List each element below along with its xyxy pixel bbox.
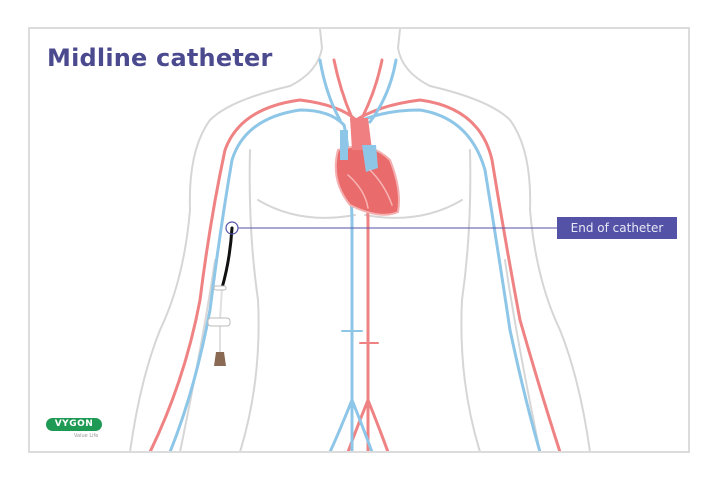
page-title: Midline catheter <box>47 44 273 72</box>
vygon-logo: VYGON <box>46 418 102 431</box>
logo-tagline: Value Life <box>74 433 99 439</box>
catheter <box>207 226 234 366</box>
end-of-catheter-label: End of catheter <box>557 217 677 239</box>
diagram-frame <box>28 27 690 453</box>
heart-illustration <box>334 118 400 216</box>
body-outline <box>129 29 591 451</box>
